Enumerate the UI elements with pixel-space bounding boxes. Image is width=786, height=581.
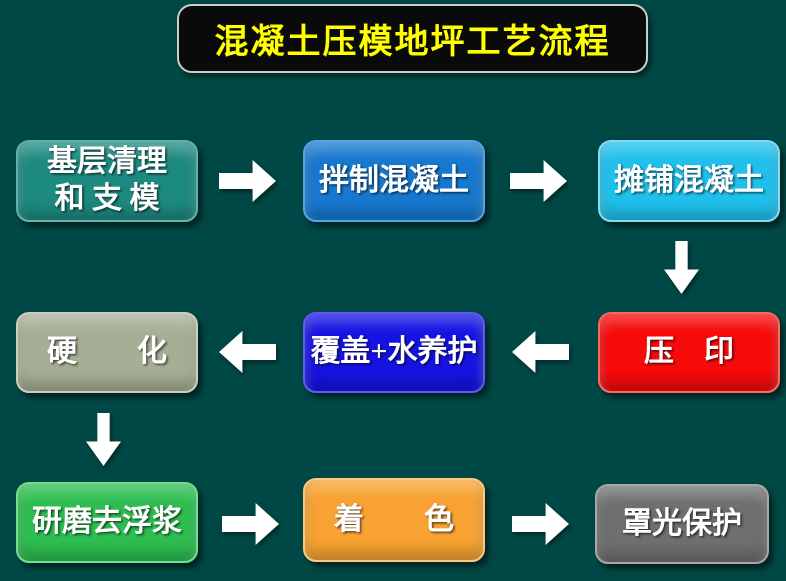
flow-node-grind-laitance: 研磨去浮浆 bbox=[16, 482, 198, 563]
flow-node-seal-protect: 罩光保护 bbox=[595, 484, 769, 564]
flow-node-label: 拌制混凝土 bbox=[319, 163, 469, 197]
arrow-left-icon bbox=[512, 331, 569, 373]
flow-node-cover-water-cure: 覆盖+水养护 bbox=[303, 312, 485, 393]
arrow-down-icon bbox=[86, 413, 121, 466]
flow-node-label: 摊铺混凝土 bbox=[614, 163, 764, 197]
flow-node-mix-concrete: 拌制混凝土 bbox=[303, 140, 485, 222]
flow-node-label: 和 支 模 bbox=[54, 182, 160, 215]
arrow-right-icon bbox=[512, 503, 569, 545]
arrow-right-icon bbox=[219, 160, 276, 202]
flow-node-label: 基层清理 bbox=[47, 145, 167, 179]
arrow-right-icon bbox=[510, 160, 567, 202]
flow-node-label: 硬 化 bbox=[47, 335, 167, 369]
diagram-title-box: 混凝土压模地坪工艺流程 bbox=[177, 4, 648, 73]
flow-node-label: 压 印 bbox=[644, 335, 734, 369]
flow-node-label: 罩光保护 bbox=[622, 506, 742, 540]
flow-node-label: 着 色 bbox=[334, 502, 454, 536]
flow-node-label: 覆盖+水养护 bbox=[310, 335, 478, 369]
flow-node-harden: 硬 化 bbox=[16, 312, 198, 393]
flow-node-base-prep: 基层清理 和 支 模 bbox=[16, 140, 198, 222]
flow-node-label: 研磨去浮浆 bbox=[32, 505, 182, 539]
arrow-right-icon bbox=[222, 503, 279, 545]
arrow-left-icon bbox=[219, 331, 276, 373]
diagram-title: 混凝土压模地坪工艺流程 bbox=[214, 23, 611, 61]
flow-node-spread-concrete: 摊铺混凝土 bbox=[598, 140, 780, 222]
arrow-down-icon bbox=[664, 241, 699, 294]
flow-node-stamp: 压 印 bbox=[598, 312, 780, 393]
flow-node-coloring: 着 色 bbox=[303, 478, 485, 562]
